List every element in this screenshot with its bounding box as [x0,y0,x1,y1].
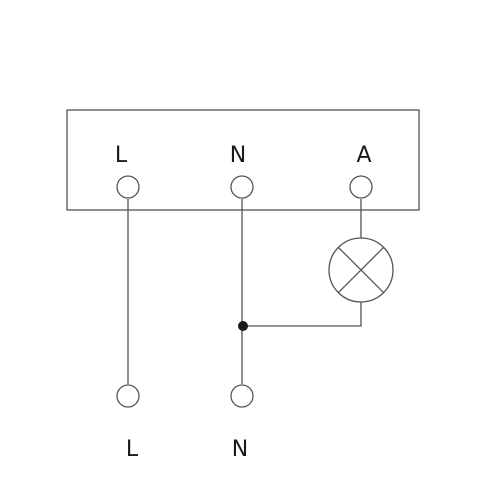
device-label-n: N [230,143,246,168]
supply-terminal-n [230,384,254,408]
supply-label-l: L [126,437,139,462]
device-box [66,109,420,211]
junction-dot [238,321,248,331]
device-terminal-l [116,175,140,199]
device-terminal-n [230,175,254,199]
supply-terminal-l [116,384,140,408]
wire-lamp-return [244,302,362,327]
supply-label-n: N [232,437,248,462]
lamp-icon [328,237,394,303]
device-label-l: L [115,143,128,168]
device-terminal-a [349,175,373,199]
device-label-a: A [356,143,371,168]
